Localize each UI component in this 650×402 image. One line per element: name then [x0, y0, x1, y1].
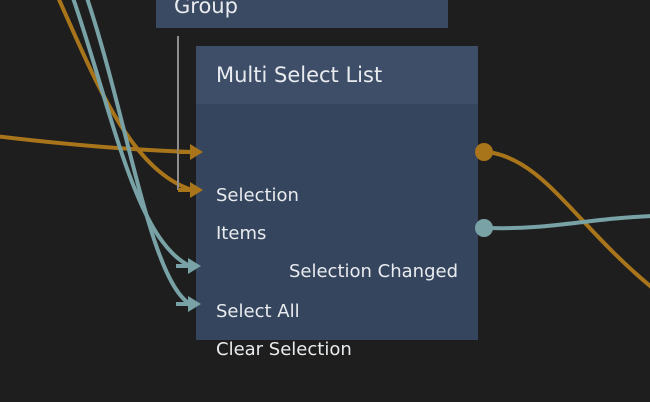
group-node[interactable]: Group	[156, 0, 448, 28]
output-port-data[interactable]	[475, 143, 493, 161]
wire-to-selection-left	[0, 134, 193, 154]
input-label-selection: Selection	[216, 185, 299, 206]
input-port-stem-select-all	[176, 264, 188, 268]
group-node-title: Group	[174, 0, 238, 18]
input-label-select-all: Select All	[216, 301, 300, 322]
node-title: Multi Select List	[216, 63, 383, 87]
input-label-items: Items	[216, 223, 267, 244]
wire-from-selection-changed	[487, 214, 650, 231]
input-port-items[interactable]	[190, 182, 203, 198]
multi-select-list-node[interactable]: Multi Select List Selection Items Select…	[196, 46, 478, 360]
input-port-stem-clear-selection	[176, 302, 188, 306]
input-port-stem-selection	[178, 150, 190, 154]
input-port-select-all[interactable]	[188, 258, 201, 274]
input-port-selection[interactable]	[190, 144, 203, 160]
output-label-selection-changed: Selection Changed	[288, 261, 458, 282]
input-port-stem-items	[178, 188, 190, 192]
group-spine-line	[177, 36, 179, 190]
wire-to-items	[57, 0, 193, 192]
wire-to-clear-selection	[85, 0, 192, 306]
wire-to-select-all	[71, 0, 191, 268]
output-port-selection-changed[interactable]	[475, 219, 493, 237]
input-label-clear-selection: Clear Selection	[216, 339, 352, 360]
wire-from-output-data	[487, 150, 650, 289]
input-port-clear-selection[interactable]	[188, 296, 201, 312]
node-header[interactable]: Multi Select List	[196, 46, 478, 104]
